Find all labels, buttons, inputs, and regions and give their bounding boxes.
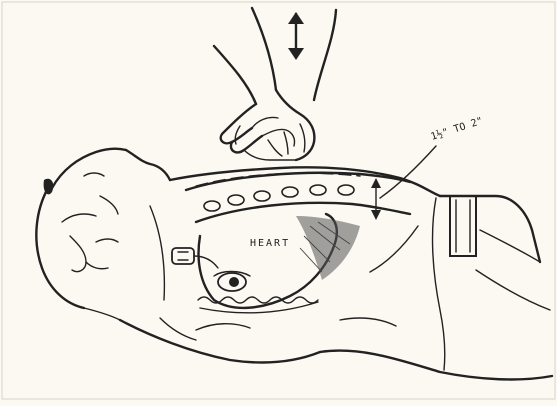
rib — [204, 201, 220, 211]
rib — [254, 191, 270, 201]
patient-belt — [450, 196, 550, 310]
spine — [198, 297, 318, 313]
rescuer-hands — [221, 90, 315, 160]
frame-border — [2, 2, 555, 399]
heart-valve — [214, 272, 250, 292]
heart-label: HEART — [250, 238, 290, 249]
rib — [282, 187, 298, 197]
ribs — [204, 185, 354, 211]
heart-shading — [296, 216, 360, 280]
patient-head — [36, 149, 170, 320]
rib — [228, 195, 244, 205]
rib — [310, 185, 326, 195]
up-down-arrow-icon — [288, 12, 304, 60]
airway-tube — [172, 248, 218, 268]
heart-cavity — [199, 214, 360, 308]
rib — [338, 185, 354, 195]
compression-depth-label: 1½" TO 2" — [429, 115, 484, 143]
patient-torso — [120, 167, 552, 379]
